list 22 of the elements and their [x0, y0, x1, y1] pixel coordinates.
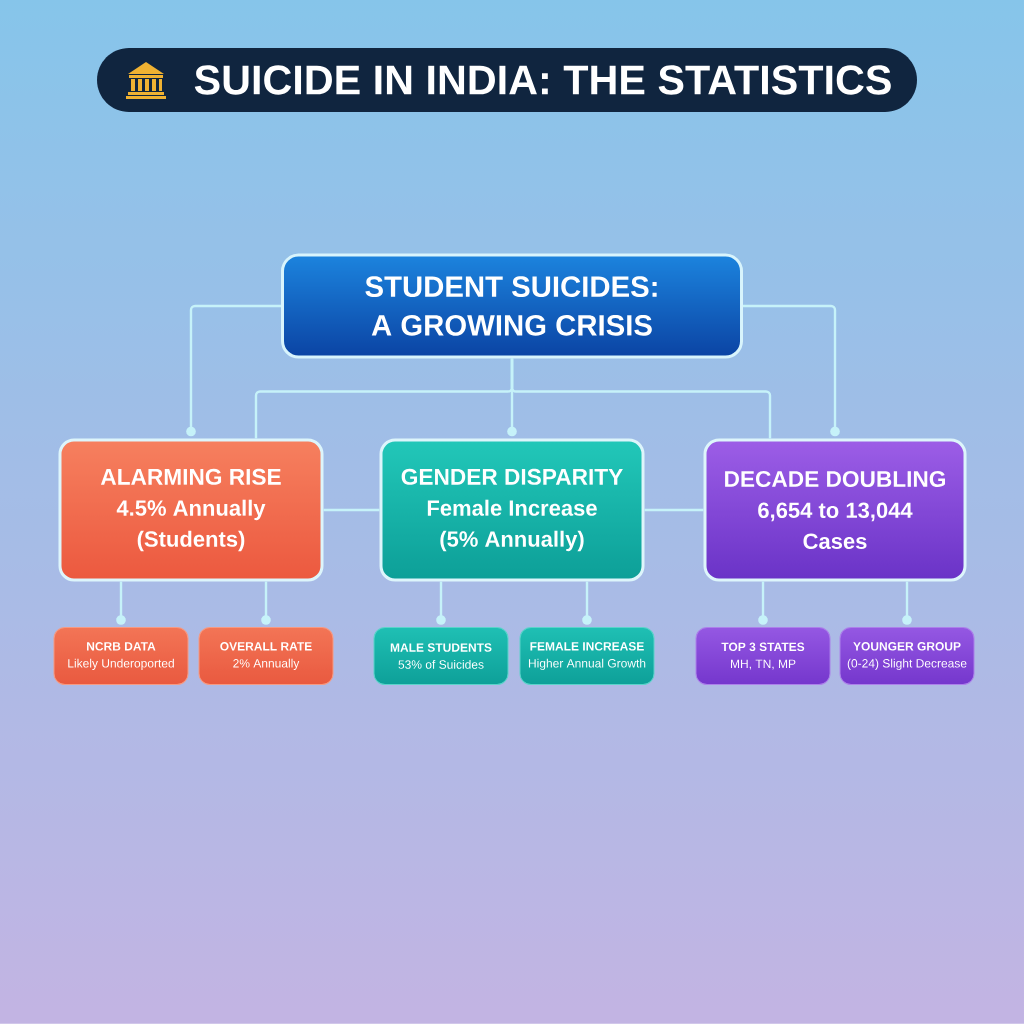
fact-box: OVERALL RATE 2% Annually: [198, 627, 334, 685]
category-box: GENDER DISPARITY Female Increase (5% Annually): [379, 438, 645, 582]
connector-line: [116, 581, 126, 625]
connector-line: [582, 581, 592, 625]
connector-line: [436, 581, 446, 625]
fact-box: YOUNGER GROUP (0-24) Slight Decrease: [839, 627, 975, 685]
fact-box: FEMALE INCREASE Higher Annual Growth: [519, 627, 655, 685]
category-box: ALARMING RISE 4.5% Annually (Students): [58, 438, 324, 582]
topic-box: STUDENT SUICIDES: A GROWING CRISIS: [281, 253, 743, 359]
connector-line: [510, 358, 772, 439]
connector-line: [743, 304, 840, 437]
connector-line: [323, 508, 380, 512]
category-box: DECADE DOUBLING 6,654 to 13,044 Cases: [703, 438, 967, 582]
connector-line: [186, 304, 281, 437]
connector-line: [902, 581, 912, 625]
fact-box: MALE STUDENTS 53% of Suicides: [373, 627, 509, 685]
title-banner: SUICIDE IN INDIA: THE STATISTICS: [97, 48, 917, 112]
connector-line: [261, 581, 271, 625]
connector-line: [758, 581, 768, 625]
connector-line: [644, 508, 704, 512]
fact-box: NCRB DATA Likely Underoported: [53, 627, 189, 685]
fact-box: TOP 3 STATES MH, TN, MP: [695, 627, 831, 685]
